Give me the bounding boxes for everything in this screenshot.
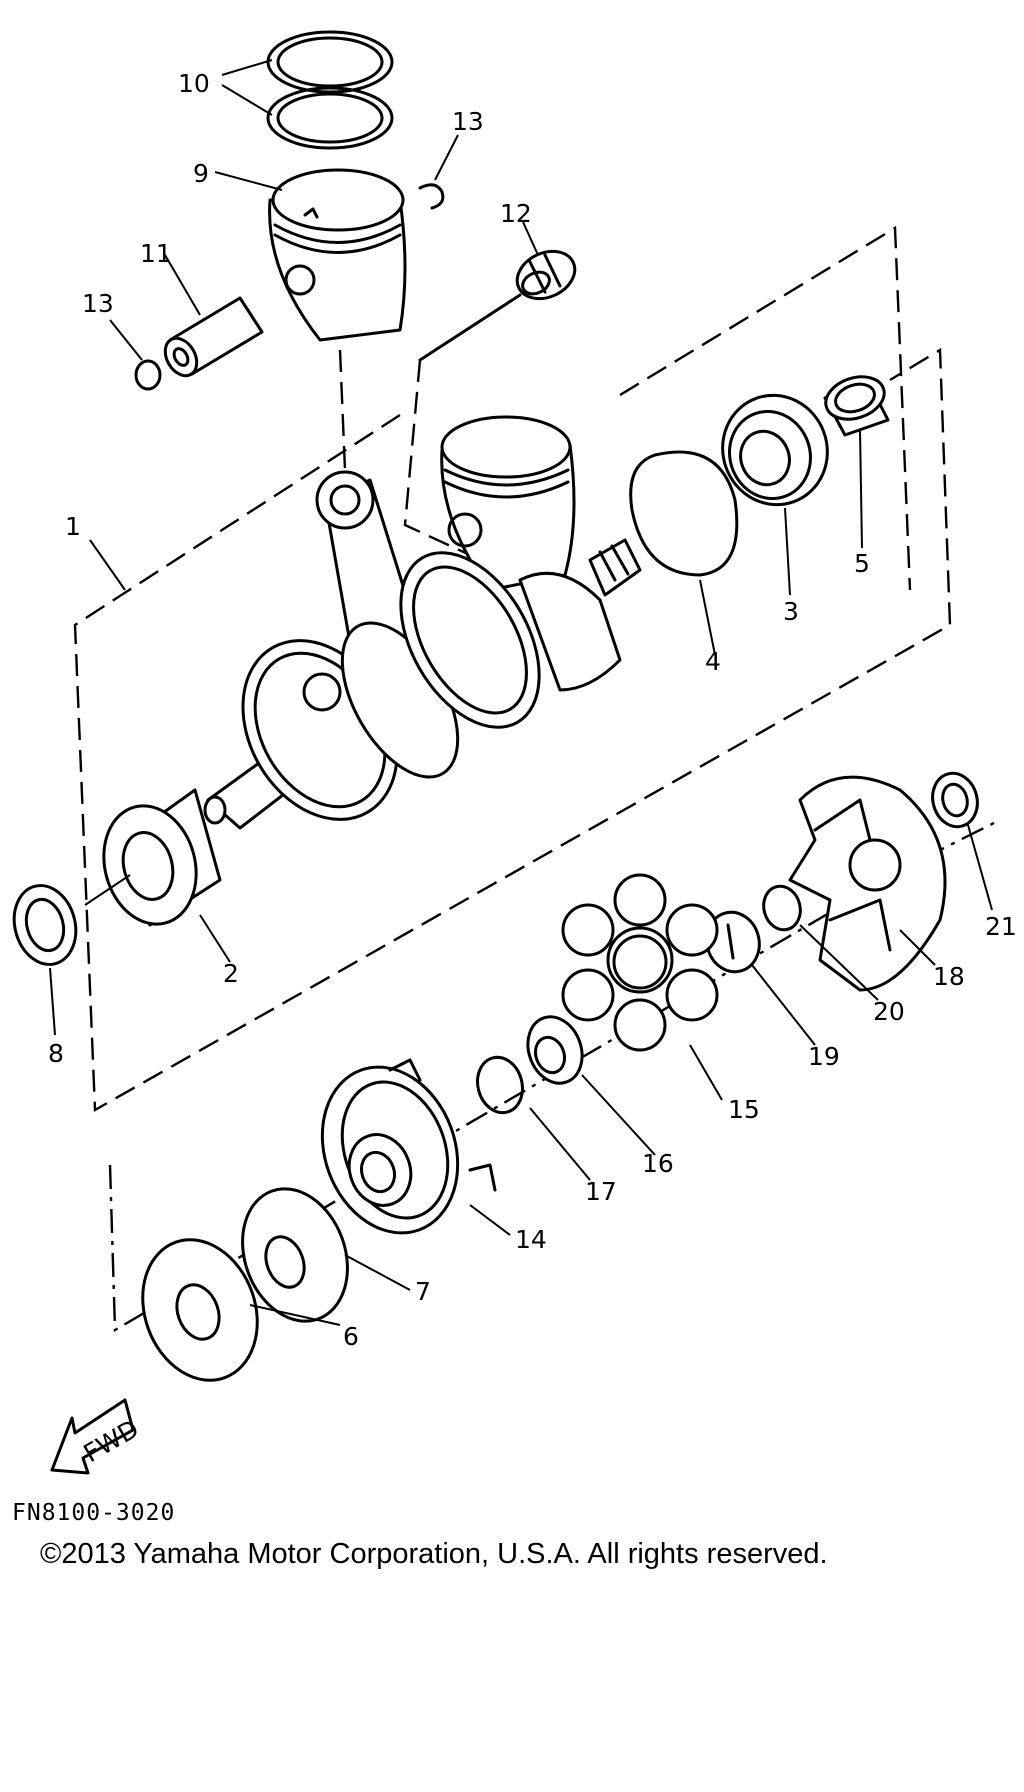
collar bbox=[823, 375, 890, 437]
small-end-needle-bearing bbox=[418, 249, 577, 362]
shim-washer bbox=[931, 771, 979, 829]
callout-4: 4 bbox=[705, 647, 721, 676]
callout-15: 15 bbox=[728, 1095, 760, 1124]
crank-coupling bbox=[320, 1058, 497, 1235]
rubber-damper bbox=[561, 873, 719, 1052]
piston-axis-line bbox=[338, 349, 347, 471]
callout-18: 18 bbox=[933, 962, 965, 991]
coupling-bush bbox=[526, 1015, 584, 1085]
callout-12: 12 bbox=[500, 199, 532, 228]
coupling-housing bbox=[788, 775, 947, 992]
o-ring-small bbox=[762, 884, 802, 932]
callout-11: 11 bbox=[140, 239, 172, 268]
end-plate bbox=[141, 1238, 259, 1382]
piston bbox=[268, 168, 407, 342]
oil-seal bbox=[12, 884, 78, 966]
callout-13-right: 13 bbox=[452, 107, 484, 136]
drawing-code: FN8100-3020 bbox=[12, 1500, 176, 1526]
callout-9: 9 bbox=[193, 159, 209, 188]
callout-labels: 10 9 11 13 13 12 1 4 3 5 2 8 6 7 14 17 1… bbox=[48, 69, 1017, 1351]
piston-pin bbox=[163, 296, 264, 378]
piston-pin-clip-left bbox=[134, 359, 162, 391]
callout-3: 3 bbox=[783, 597, 799, 626]
callout-2: 2 bbox=[223, 959, 239, 988]
crankshaft bbox=[203, 470, 642, 830]
coupling-assembly-boundary bbox=[108, 818, 1001, 1333]
main-bearing-right bbox=[721, 393, 829, 507]
callout-19: 19 bbox=[808, 1042, 840, 1071]
callout-6: 6 bbox=[343, 1322, 359, 1351]
crank-assembly-boundary bbox=[73, 347, 952, 1113]
piston-pin-clip-right bbox=[418, 183, 445, 210]
callout-7: 7 bbox=[415, 1277, 431, 1306]
forward-direction-arrow: FWD bbox=[50, 1398, 144, 1475]
callout-14: 14 bbox=[515, 1225, 547, 1254]
bearing-axis-line bbox=[403, 359, 471, 557]
exploded-parts-diagram: FWD 10 9 11 13 13 12 1 4 3 bbox=[12, 30, 1017, 1475]
piston-ring-pair bbox=[266, 30, 394, 150]
main-bearing-left bbox=[84, 788, 222, 927]
callout-17: 17 bbox=[585, 1177, 617, 1206]
bearing-snap-ring bbox=[629, 450, 739, 577]
callout-21: 21 bbox=[985, 912, 1017, 941]
callout-13-left: 13 bbox=[82, 289, 114, 318]
o-ring-large bbox=[476, 1055, 524, 1115]
callout-5: 5 bbox=[854, 549, 870, 578]
callout-20: 20 bbox=[873, 997, 905, 1026]
callout-leaders bbox=[49, 59, 993, 1326]
callout-1: 1 bbox=[65, 512, 81, 541]
flywheel-washer bbox=[241, 1187, 349, 1323]
callout-8: 8 bbox=[48, 1039, 64, 1068]
callout-10: 10 bbox=[178, 69, 210, 98]
piston-assembly-boundary bbox=[619, 225, 912, 591]
copyright-notice: ©2013 Yamaha Motor Corporation, U.S.A. A… bbox=[40, 1538, 828, 1570]
callout-16: 16 bbox=[642, 1149, 674, 1178]
